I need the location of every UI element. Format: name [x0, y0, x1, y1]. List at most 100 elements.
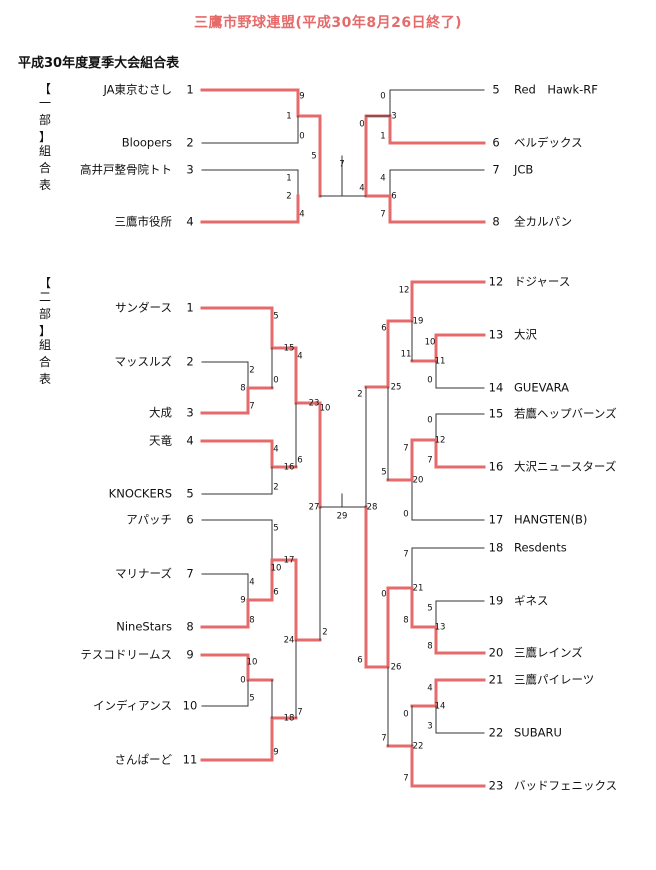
team-name: Bloopers	[122, 136, 172, 150]
team-name: テスコドリームス	[80, 648, 172, 662]
team-number: 18	[489, 541, 504, 555]
team-number: 16	[489, 460, 504, 474]
score-label: 29	[337, 512, 348, 522]
team-number: 11	[183, 753, 198, 767]
score-label: 0	[427, 376, 432, 386]
score-label: 4	[273, 445, 278, 455]
team-name: HANGTEN(B)	[514, 513, 587, 527]
team-number: 20	[489, 646, 504, 660]
team-number: 23	[489, 779, 504, 793]
score-label: 4	[359, 184, 364, 194]
team-name: SUBARU	[514, 726, 562, 740]
score-label: 0	[240, 676, 245, 686]
score-label: 27	[309, 503, 320, 513]
team-number: 8	[492, 215, 499, 229]
team-number: 7	[492, 163, 499, 177]
score-label: 23	[309, 399, 320, 409]
score-label: 2	[286, 192, 291, 202]
team-number: 7	[186, 567, 193, 581]
score-label: 25	[391, 383, 402, 393]
score-label: 5	[381, 468, 386, 478]
score-label: 4	[297, 352, 302, 362]
score-label: 11	[401, 350, 412, 360]
score-label: 10	[247, 658, 258, 668]
team-number: 1	[186, 83, 193, 97]
score-label: 6	[391, 192, 396, 202]
team-name: GUEVARA	[514, 381, 569, 395]
team-number: 21	[489, 673, 504, 687]
score-label: 9	[240, 596, 245, 606]
score-label: 0	[381, 590, 386, 600]
score-label: 1	[286, 174, 291, 184]
score-label: 6	[357, 656, 362, 666]
score-label: 0	[403, 510, 408, 520]
score-label: 10	[320, 404, 331, 414]
team-number: 6	[186, 513, 193, 527]
score-label: 26	[391, 663, 402, 673]
team-name: ベルデックス	[514, 136, 583, 150]
team-name: サンダース	[115, 301, 172, 315]
score-label: 19	[413, 317, 424, 327]
score-label: 11	[435, 357, 446, 367]
score-label: 18	[284, 714, 295, 724]
score-label: 8	[403, 616, 408, 626]
score-label: 7	[380, 210, 385, 220]
page-title: 三鷹市野球連盟(平成30年8月26日終了)	[193, 15, 462, 31]
team-name: ギネス	[514, 594, 549, 608]
team-name: 高井戸整骨院トト	[80, 163, 172, 177]
team-number: 5	[186, 487, 193, 501]
score-label: 0	[403, 710, 408, 720]
team-name: 大成	[149, 406, 172, 420]
team-number: 17	[489, 513, 504, 527]
score-label: 8	[427, 642, 432, 652]
team-name: マリナーズ	[115, 567, 172, 581]
score-label: 6	[297, 456, 302, 466]
score-label: 10	[425, 338, 436, 348]
score-label: 16	[284, 463, 295, 473]
team-number: 8	[186, 620, 193, 634]
division-2-label: 【二部】組合表	[38, 276, 51, 386]
score-label: 12	[399, 286, 410, 296]
team-name: JCB	[513, 163, 533, 177]
team-number: 10	[183, 699, 198, 713]
score-label: 24	[284, 636, 295, 646]
score-label: 2	[249, 366, 254, 376]
score-label: 8	[249, 616, 254, 626]
score-label: 7	[403, 774, 408, 784]
score-label: 7	[381, 734, 386, 744]
division-1-label: 【一部】組合表	[38, 82, 51, 192]
score-label: 4	[380, 174, 385, 184]
team-name: ドジャース	[514, 275, 570, 289]
score-label: 8	[240, 384, 245, 394]
score-label: 21	[413, 584, 424, 594]
team-number: 4	[186, 434, 193, 448]
score-label: 0	[273, 376, 278, 386]
score-label: 6	[381, 324, 386, 334]
team-name: Resdents	[514, 541, 567, 555]
score-label: 7	[339, 160, 344, 170]
team-name: インディアンス	[93, 699, 172, 713]
team-name: 大沢	[514, 328, 537, 342]
team-number: 3	[186, 406, 193, 420]
team-name: 三鷹パイレーツ	[514, 673, 594, 687]
team-number: 3	[186, 163, 193, 177]
score-label: 13	[435, 623, 446, 633]
team-number: 13	[489, 328, 504, 342]
team-name: JA東京むさし	[102, 83, 172, 97]
team-name: Red Hawk-RF	[514, 83, 598, 97]
team-number: 4	[186, 215, 193, 229]
score-label: 3	[391, 112, 396, 122]
team-name: 大沢ニュースターズ	[514, 460, 616, 474]
team-number: 9	[186, 648, 193, 662]
score-label: 0	[299, 132, 304, 142]
score-label: 2	[357, 390, 362, 400]
team-name: 天竜	[149, 434, 172, 448]
team-number: 14	[489, 381, 504, 395]
score-label: 9	[299, 92, 304, 102]
team-number: 22	[489, 726, 504, 740]
score-label: 17	[284, 556, 295, 566]
team-name: バッドフェニックス	[514, 779, 617, 793]
score-label: 5	[273, 312, 278, 322]
score-label: 10	[271, 564, 282, 574]
